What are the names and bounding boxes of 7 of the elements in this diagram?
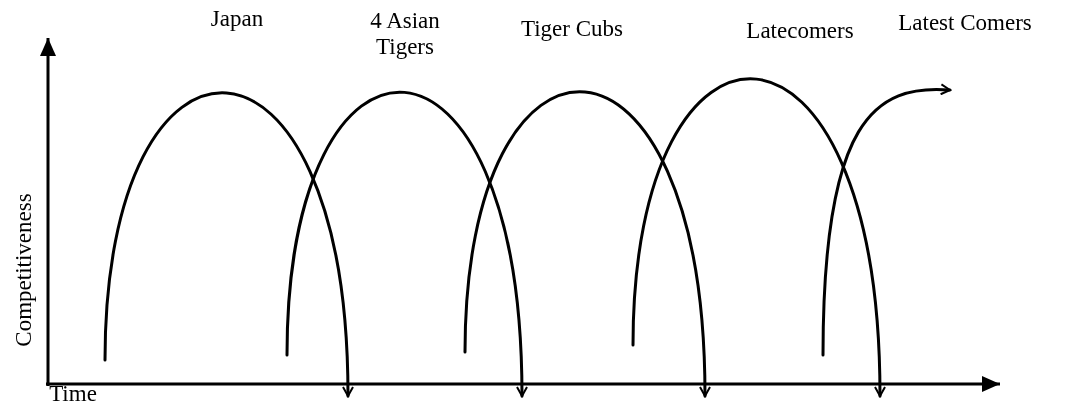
stage-label: Tiger Cubs: [521, 18, 623, 40]
stage-label: Latecomers: [746, 20, 854, 42]
stage-label: Japan: [210, 8, 264, 30]
stage-label: 4 Asian Tigers: [369, 8, 441, 60]
stage-label: Latest Comers: [898, 12, 1032, 34]
axis-label: Competitiveness: [13, 193, 35, 347]
axis-label: Time: [49, 383, 97, 405]
